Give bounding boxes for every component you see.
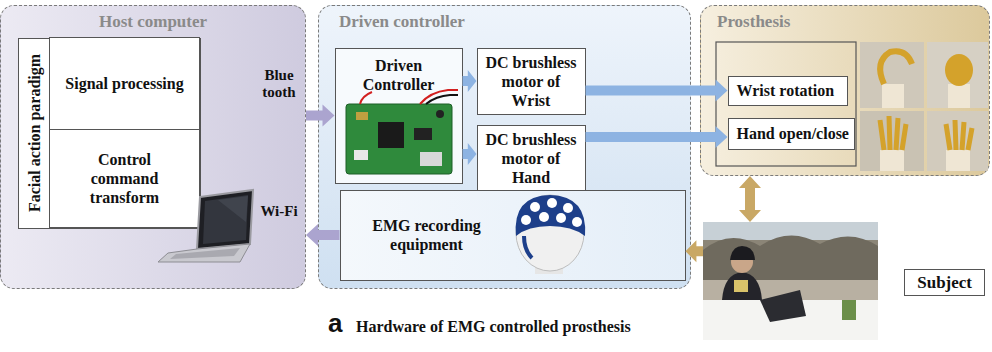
motor-box: DC brushless motor of Hand: [477, 125, 586, 192]
figure-caption: Hardware of EMG controlled prosthesis: [356, 317, 631, 336]
panel-title: Prosthesis: [717, 12, 790, 31]
panel-title: Host computer: [99, 12, 207, 31]
laptop-icon: [158, 190, 253, 262]
node-label: Signal processing: [65, 74, 185, 93]
function-box: Wrist rotation: [728, 76, 848, 106]
subject-photo: [703, 222, 878, 340]
arrow-connector: [586, 126, 728, 148]
emg-cap: [516, 195, 586, 274]
node-label: EMG recording equipment: [357, 216, 497, 254]
emg-box: EMG recording equipment: [340, 190, 686, 281]
arrow-connector: [463, 143, 477, 165]
motor-box: DC brushless motor of Wrist: [477, 48, 586, 115]
node-label: Hand open/close: [737, 124, 849, 143]
node-label: Wrist rotation: [737, 81, 835, 100]
node-label: Facial action paradigm: [25, 41, 45, 225]
node-label: DC brushless motor of Wrist: [481, 53, 581, 110]
node-label: DC brushless motor of Hand: [481, 130, 581, 187]
process-box: Control command transform: [49, 129, 200, 229]
node-label: Subject: [904, 269, 985, 296]
panel-letter: a: [328, 309, 342, 337]
pcb-board: [346, 90, 458, 174]
function-box: Hand open/close: [728, 118, 855, 150]
paradigm-box: Facial action paradigm Signal processingC…: [18, 38, 201, 229]
node-label: Driven Controller: [349, 56, 449, 94]
edge-label: Wi-Fi: [256, 203, 302, 220]
arrow-connector: [306, 105, 335, 127]
arrow-connector: [306, 224, 340, 246]
arrow-connector: [739, 176, 761, 222]
panel-title: Driven controller: [339, 12, 465, 31]
frame: [716, 42, 856, 166]
process-box: Signal processing: [49, 37, 200, 130]
host-panel: Host computerFacial action paradigm Signa…: [0, 5, 306, 289]
arrow-connector: [686, 240, 704, 262]
arrow-connector: [586, 80, 728, 102]
prosthesis-photo: [860, 42, 988, 171]
node-label: Control command transform: [65, 150, 185, 207]
edge-label: Blue tooth: [256, 67, 302, 101]
arrow-connector: [463, 70, 477, 92]
